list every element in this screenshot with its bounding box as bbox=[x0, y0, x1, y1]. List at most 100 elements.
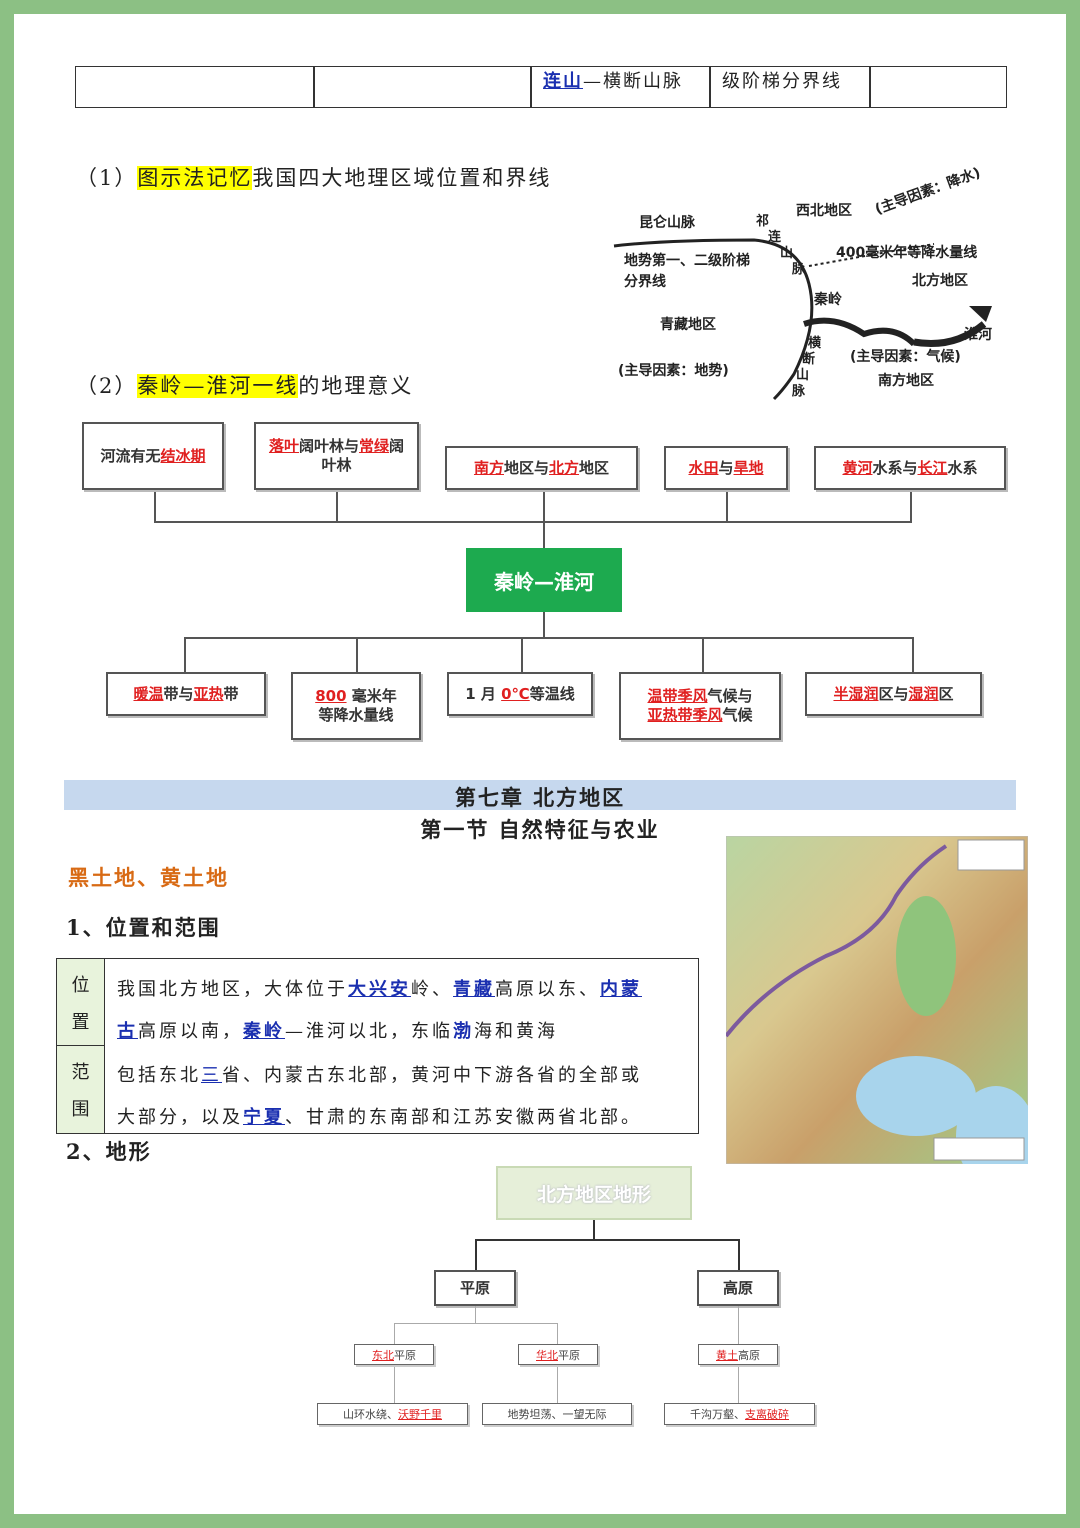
connector bbox=[184, 637, 186, 673]
qilian-char: 脉 bbox=[792, 262, 806, 277]
text: 山环水绕、 bbox=[343, 1408, 398, 1421]
box-keyword: 常绿 bbox=[359, 437, 390, 455]
meaning-box: 河流有无结冰期 bbox=[82, 422, 224, 490]
connector bbox=[910, 490, 912, 522]
huaihe-label: 淮河 bbox=[964, 327, 992, 343]
box-keyword: 落叶 bbox=[268, 437, 299, 455]
text: 高原以南， bbox=[138, 1021, 243, 1042]
connector bbox=[738, 1365, 739, 1403]
box-text: 水系 bbox=[947, 458, 978, 477]
box-text: 水系与 bbox=[872, 458, 918, 477]
box-keyword: 北方 bbox=[549, 458, 580, 477]
meaning-box: 黄河水系与长江水系 bbox=[814, 446, 1006, 490]
section1-heading: （1）图示法记忆我国四大地理区域位置和界线 bbox=[76, 162, 551, 192]
box-keyword: 800 bbox=[315, 687, 347, 705]
hengduan-label: 横 断 山 脉 bbox=[792, 336, 822, 400]
box-text: 气候 bbox=[722, 706, 753, 724]
label-char: 位 bbox=[71, 975, 90, 996]
connector bbox=[738, 1239, 740, 1271]
connector bbox=[475, 1239, 740, 1241]
keyword: 秦岭 bbox=[243, 1021, 285, 1042]
text: —淮河以北，东临 bbox=[285, 1021, 453, 1042]
region-sketch-map bbox=[613, 238, 992, 401]
connector bbox=[394, 1323, 557, 1324]
label-char: 围 bbox=[71, 1099, 90, 1120]
terrain-root-box: 北方地区地形 bbox=[496, 1166, 692, 1220]
huaihe-mouth-shape bbox=[969, 306, 992, 322]
box-keyword: 旱地 bbox=[733, 458, 764, 477]
text: 包括东北 bbox=[117, 1065, 201, 1086]
factor-climate-label: (主导因素：气候) bbox=[850, 349, 961, 365]
box-text: 河流有无 bbox=[100, 446, 161, 465]
position-range-heading: 1、位置和范围 bbox=[66, 915, 221, 940]
text: 地势坦荡、一望无际 bbox=[507, 1408, 607, 1421]
keyword: 华北 bbox=[536, 1348, 558, 1362]
keyword: 沃野千里 bbox=[398, 1408, 442, 1421]
factor-terrain-label: (主导因素：地势) bbox=[618, 363, 729, 379]
table-cell bbox=[869, 66, 1007, 108]
black-yellow-soil-heading: 黑土地、黄土地 bbox=[68, 865, 229, 890]
box-text: 地区 bbox=[579, 458, 610, 477]
box-keyword: 长江 bbox=[917, 458, 948, 477]
text: 省、内蒙古东北部，黄河中下游各省的全部或 bbox=[222, 1065, 642, 1086]
section2-rest: 的地理意义 bbox=[298, 374, 414, 398]
range-line: 包括东北三省、内蒙古东北部，黄河中下游各省的全部或 bbox=[117, 1061, 642, 1087]
connector bbox=[394, 1365, 395, 1403]
section1-highlight: 图示法记忆 bbox=[137, 166, 253, 190]
position-line: 古高原以南，秦岭—淮河以北，东临渤海和黄海 bbox=[117, 1017, 558, 1043]
section2-heading: （2）秦岭—淮河一线的地理意义 bbox=[76, 370, 413, 400]
north-china-plain-box: 华北平原 bbox=[518, 1344, 598, 1365]
section-title: 第一节 自然特征与农业 bbox=[420, 817, 660, 842]
isohyet-line bbox=[808, 243, 935, 267]
connector bbox=[593, 1220, 595, 1240]
box-text: 阔叶林 bbox=[321, 437, 405, 474]
northwest-label: 西北地区 bbox=[796, 203, 852, 219]
hengduan-char: 横 bbox=[808, 336, 822, 351]
text: 、甘肃的东南部和江苏安徽两省北部。 bbox=[285, 1107, 642, 1128]
connector bbox=[912, 637, 914, 673]
box-keyword: 0℃ bbox=[501, 684, 530, 703]
border-line bbox=[726, 844, 948, 1038]
connector bbox=[154, 490, 156, 522]
label-char: 范 bbox=[71, 1062, 90, 1083]
text: 平原 bbox=[394, 1348, 416, 1362]
keyword: 大兴安 bbox=[348, 979, 411, 1000]
mountain-name: 连山 bbox=[543, 71, 583, 92]
box-text: 地区与 bbox=[503, 458, 549, 477]
loess-plateau-box: 黄土高原 bbox=[698, 1344, 778, 1365]
section2-num: （2） bbox=[76, 374, 138, 398]
connector bbox=[543, 490, 545, 548]
connector bbox=[336, 490, 338, 522]
meaning-box: 南方地区与北方地区 bbox=[445, 446, 638, 490]
meaning-box: 水田与旱地 bbox=[664, 446, 788, 490]
step-line-label: 地势第一、二级阶梯 bbox=[624, 253, 750, 269]
meaning-box: 暖温带与亚热带 bbox=[106, 672, 266, 716]
qinling-label: 秦岭 bbox=[814, 292, 842, 308]
connector bbox=[702, 637, 704, 673]
box-keyword: 结冰 bbox=[160, 446, 191, 465]
box-keyword: 南方 bbox=[473, 458, 504, 477]
document-page: 连山—横断山脉 级阶梯分界线 （1）图示法记忆我国四大地理区域位置和界线 昆仑山… bbox=[14, 14, 1066, 1514]
table-cell: 级阶梯分界线 bbox=[709, 66, 871, 108]
meaning-box: 800 毫米年等降水量线 bbox=[291, 672, 421, 740]
position-range-table: 位 置 范 围 我国北方地区，大体位于大兴安岭、青藏高原以东、内蒙 古高原以南，… bbox=[56, 958, 699, 1134]
position-line: 我国北方地区，大体位于大兴安岭、青藏高原以东、内蒙 bbox=[117, 975, 642, 1001]
section2-highlight: 秦岭—淮河一线 bbox=[137, 374, 299, 398]
chapter-title: 第七章 北方地区 bbox=[454, 785, 626, 810]
range-label-cell: 范 围 bbox=[57, 1046, 105, 1133]
keyword: 青藏 bbox=[453, 979, 495, 1000]
text: 我国北方地区，大体位于 bbox=[117, 979, 348, 1000]
connector bbox=[543, 612, 545, 638]
qingzang-label: 青藏地区 bbox=[660, 317, 716, 333]
north-china-feature-box: 地势坦荡、一望无际 bbox=[482, 1403, 632, 1425]
table-cell bbox=[75, 66, 315, 108]
connector bbox=[726, 490, 728, 522]
northeast-feature-box: 山环水绕、沃野千里 bbox=[317, 1403, 468, 1425]
keyword: 黄土 bbox=[716, 1348, 738, 1362]
box-keyword: 水田 bbox=[688, 458, 719, 477]
meaning-box: 温带季风气候与亚热带季风气候 bbox=[619, 672, 781, 740]
loess-feature-box: 千沟万壑、支离破碎 bbox=[664, 1403, 815, 1425]
box-text: 毫米年 bbox=[346, 687, 397, 705]
connector bbox=[475, 1306, 476, 1324]
box-keyword: 湿润 bbox=[908, 684, 939, 703]
